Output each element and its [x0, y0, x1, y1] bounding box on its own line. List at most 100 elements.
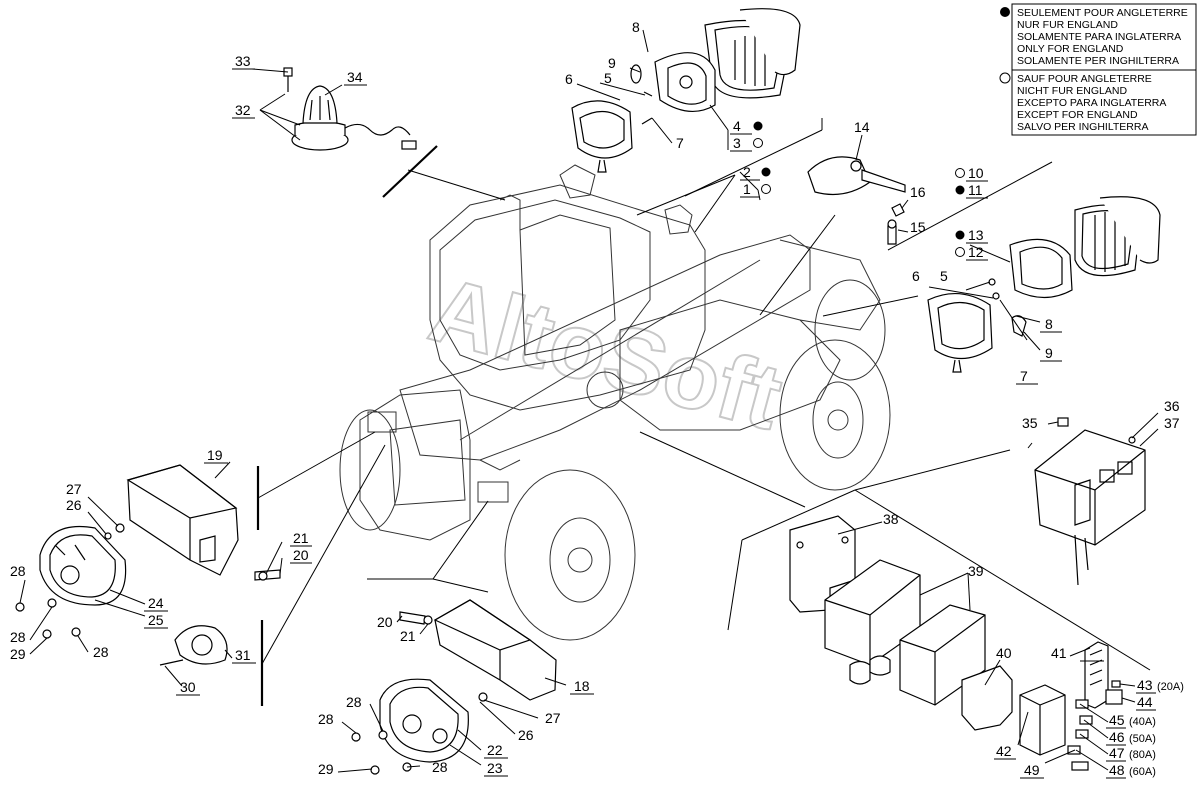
ref-14: 14 — [854, 119, 870, 135]
ref-10-circle-icon — [955, 168, 965, 178]
ref-24: 24 — [148, 595, 164, 611]
fuse-45-rating: (40A) — [1129, 716, 1156, 728]
electrical-box — [1034, 417, 1146, 586]
ref-10: 10 — [968, 165, 984, 181]
ref-27-right: 27 — [545, 710, 561, 726]
ref-5-top: 5 — [604, 70, 612, 86]
rear-work-lamp-top — [571, 8, 801, 173]
ref-26-right: 26 — [518, 727, 534, 743]
ref-13: 13 — [968, 227, 984, 243]
front-work-lamp-right — [927, 196, 1161, 373]
telehandler-machine — [339, 164, 891, 641]
ref-8-top: 8 — [632, 19, 640, 35]
ref-34: 34 — [347, 69, 363, 85]
horn — [807, 156, 906, 245]
fuse-48-rating: (60A) — [1129, 766, 1156, 778]
reference-numbers: 33 32 34 8 9 5 6 7 4 3 2 1 14 16 15 10 1… — [10, 19, 1184, 778]
ref-12: 12 — [968, 244, 984, 260]
ref-12-circle-icon — [955, 247, 965, 257]
ref-33: 33 — [235, 53, 251, 69]
ref-7-right: 7 — [1020, 368, 1028, 384]
legend-except-uk-1: SAUF POUR ANGLETERRE — [1017, 73, 1152, 85]
ref-22: 22 — [487, 742, 503, 758]
ref-29-left: 29 — [10, 646, 26, 662]
legend-uk-only-2: NUR FUR ENGLAND — [1017, 19, 1118, 31]
ref-47: 47 — [1109, 745, 1125, 761]
ref-35: 35 — [1022, 415, 1038, 431]
ref-7-top: 7 — [676, 135, 684, 151]
ref-20-left: 20 — [293, 547, 309, 563]
ref-32: 32 — [235, 102, 251, 118]
ref-2-uk-dot-icon — [761, 167, 771, 177]
ref-9-right: 9 — [1045, 345, 1053, 361]
ref-36: 36 — [1164, 398, 1180, 414]
legend-except-uk-3: EXCEPTO PARA INGLATERRA — [1017, 97, 1166, 109]
ref-45: 45 — [1109, 712, 1125, 728]
ref-1: 1 — [743, 181, 751, 197]
ref-49: 49 — [1024, 762, 1040, 778]
ref-5-right: 5 — [940, 268, 948, 284]
legend-uk-only-4: ONLY FOR ENGLAND — [1017, 43, 1124, 55]
number-underlines — [144, 68, 1156, 779]
rear-light-left — [15, 464, 281, 666]
ref-37: 37 — [1164, 415, 1180, 431]
ref-38: 38 — [883, 511, 899, 527]
ref-6-top: 6 — [565, 71, 573, 87]
ref-31: 31 — [235, 647, 251, 663]
control-module — [789, 515, 1013, 731]
ref-21-right: 21 — [400, 628, 416, 644]
ref-9-top: 9 — [608, 55, 616, 71]
leader-lines — [256, 118, 1151, 706]
ref-3-circle-icon — [753, 138, 763, 148]
uk-only-dot-icon — [1000, 7, 1010, 17]
ref-28-e: 28 — [346, 694, 362, 710]
ref-28-f: 28 — [432, 759, 448, 775]
ref-48: 48 — [1109, 762, 1125, 778]
legend-uk-only-3: SOLAMENTE PARA INGLATERRA — [1017, 31, 1181, 43]
watermark: AltoSoft — [420, 258, 792, 449]
legend-uk-only-5: SOLAMENTE PER INGHILTERRA — [1017, 55, 1179, 67]
ref-1-circle-icon — [761, 184, 771, 194]
ref-23: 23 — [487, 760, 503, 776]
ref-43: 43 — [1137, 677, 1153, 693]
ref-19: 19 — [207, 447, 223, 463]
rear-light-right — [351, 599, 557, 775]
ref-4: 4 — [733, 118, 741, 134]
ref-27-left: 27 — [66, 481, 82, 497]
ref-2: 2 — [743, 164, 751, 180]
fuse-box — [1019, 641, 1123, 771]
ref-8-right: 8 — [1045, 316, 1053, 332]
ref-42: 42 — [996, 743, 1012, 759]
legend: SEULEMENT POUR ANGLETERRE NUR FUR ENGLAN… — [999, 3, 1197, 136]
ref-28-b: 28 — [10, 629, 26, 645]
ref-39: 39 — [968, 563, 984, 579]
ref-29-right: 29 — [318, 761, 334, 777]
ref-3: 3 — [733, 135, 741, 151]
ref-41: 41 — [1051, 645, 1067, 661]
ref-25: 25 — [148, 612, 164, 628]
ref-28-a: 28 — [10, 563, 26, 579]
ref-15: 15 — [910, 219, 926, 235]
ref-11-uk-dot-icon — [955, 185, 965, 195]
fuse-43-rating: (20A) — [1157, 681, 1184, 693]
ref-28-d: 28 — [318, 711, 334, 727]
ref-46: 46 — [1109, 729, 1125, 745]
callout-lines — [19, 29, 1159, 773]
ref-30: 30 — [180, 679, 196, 695]
legend-uk-only-1: SEULEMENT POUR ANGLETERRE — [1017, 7, 1188, 19]
ref-20-right: 20 — [377, 614, 393, 630]
legend-except-uk-2: NICHT FUR ENGLAND — [1017, 85, 1127, 97]
ref-11: 11 — [968, 182, 983, 198]
ref-13-uk-dot-icon — [955, 230, 965, 240]
fuse-46-rating: (50A) — [1129, 733, 1156, 745]
ref-44: 44 — [1137, 694, 1153, 710]
ref-16: 16 — [910, 184, 926, 200]
ref-4-uk-dot-icon — [753, 121, 763, 131]
legend-except-uk-4: EXCEPT FOR ENGLAND — [1017, 109, 1138, 121]
fuse-47-rating: (80A) — [1129, 749, 1156, 761]
ref-28-c: 28 — [93, 644, 109, 660]
except-uk-circle-icon — [999, 72, 1011, 84]
ref-26-left: 26 — [66, 497, 82, 513]
ref-18: 18 — [574, 678, 590, 694]
